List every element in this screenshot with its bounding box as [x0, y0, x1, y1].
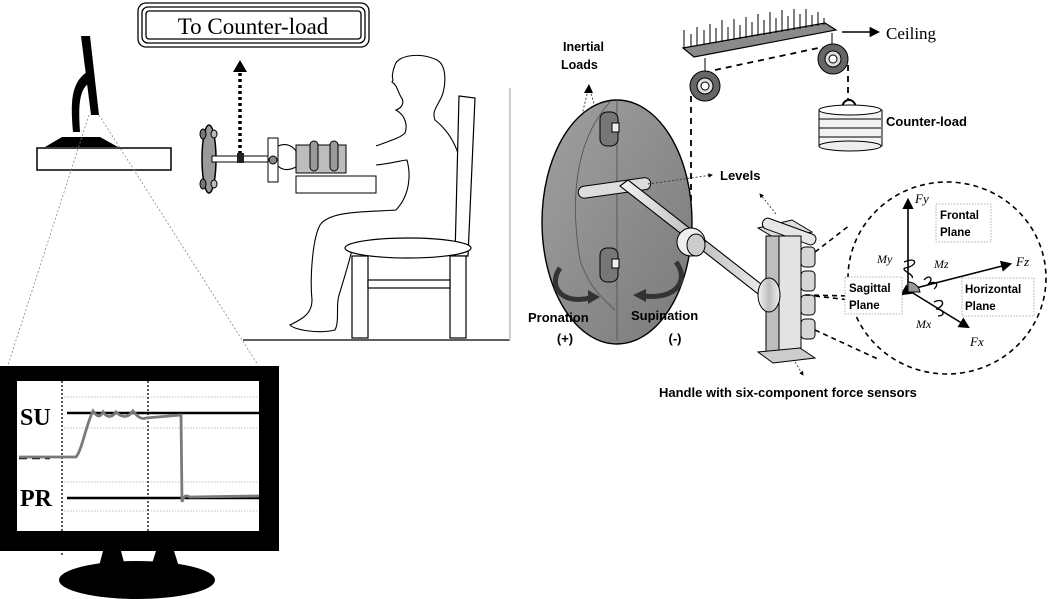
sagittal-plane-label-2: Plane — [849, 300, 880, 312]
projection-lines — [7, 114, 259, 366]
chair — [344, 95, 476, 339]
arrowhead-icon — [584, 84, 593, 93]
moment-curls — [903, 259, 944, 317]
counter-load-weight — [818, 99, 883, 152]
cable — [690, 46, 849, 240]
ceiling-beam — [681, 9, 838, 58]
mz-label: Mz — [933, 257, 949, 271]
to-counter-load-callout: To Counter-load — [137, 2, 370, 48]
rotation-disc — [541, 99, 693, 345]
monitor-stand — [59, 561, 215, 599]
levels-pointer-2 — [759, 193, 777, 215]
arrowhead-icon — [233, 60, 247, 72]
handle-pointer — [794, 361, 804, 376]
pulley-right — [817, 33, 849, 75]
levels-label: Levels — [720, 168, 760, 183]
seated-person — [277, 54, 469, 333]
sensor-zoom-lens — [804, 181, 1047, 375]
counter-load-label: Counter-load — [886, 114, 967, 129]
su-label: SU — [20, 405, 51, 431]
my-label: My — [876, 252, 893, 266]
small-monitor-icon — [36, 36, 172, 171]
pronation-sign: (+) — [557, 331, 573, 346]
handle-caption: Handle with six-component force sensors — [659, 385, 917, 400]
inertial-loads-label-1: Inertial — [563, 40, 604, 54]
supination-sign: (-) — [669, 331, 682, 346]
pr-label: PR — [20, 486, 53, 512]
sagittal-plane-label: Sagittal — [849, 283, 891, 295]
desk-shelf — [36, 147, 172, 171]
handle-with-sensors — [756, 217, 817, 364]
supination-label: Supination — [631, 308, 698, 323]
callout-label: To Counter-load — [178, 14, 329, 39]
frontal-plane-label-2: Plane — [940, 227, 971, 239]
frontal-plane-box: Frontal Plane — [935, 203, 992, 243]
levels-pointer — [647, 173, 713, 185]
horizontal-plane-label: Horizontal — [965, 284, 1021, 296]
inertial-loads-label-2: Loads — [561, 58, 598, 72]
supination-arrow — [643, 260, 684, 299]
pulley-left — [689, 58, 721, 102]
rotation-trace — [19, 408, 260, 503]
device-side-view — [199, 124, 377, 194]
horizontal-plane-label-2: Plane — [965, 301, 996, 313]
origin-marker — [907, 281, 921, 293]
fz-axis — [907, 260, 1013, 291]
arrowhead-icon — [588, 290, 600, 304]
pronation-label: Pronation — [528, 310, 589, 325]
frontal-plane-label: Frontal — [940, 210, 979, 222]
screen-time-markers — [61, 381, 149, 555]
fy-label: Fy — [914, 191, 929, 206]
fz-label: Fz — [1015, 254, 1029, 269]
mx-label: Mx — [915, 317, 932, 331]
feedback-monitor — [0, 366, 279, 599]
force-axes — [900, 197, 1013, 329]
back-axis — [900, 284, 913, 296]
arrowhead-icon — [633, 289, 646, 302]
pronation-arrow — [552, 266, 591, 302]
fx-label: Fx — [969, 334, 984, 349]
sagittal-plane-box: Sagittal Plane — [844, 276, 903, 315]
screen-gridlines — [64, 396, 257, 512]
horizontal-plane-box: Horizontal Plane — [961, 277, 1035, 317]
ceiling-label: Ceiling — [886, 24, 937, 43]
shaft — [619, 179, 771, 298]
